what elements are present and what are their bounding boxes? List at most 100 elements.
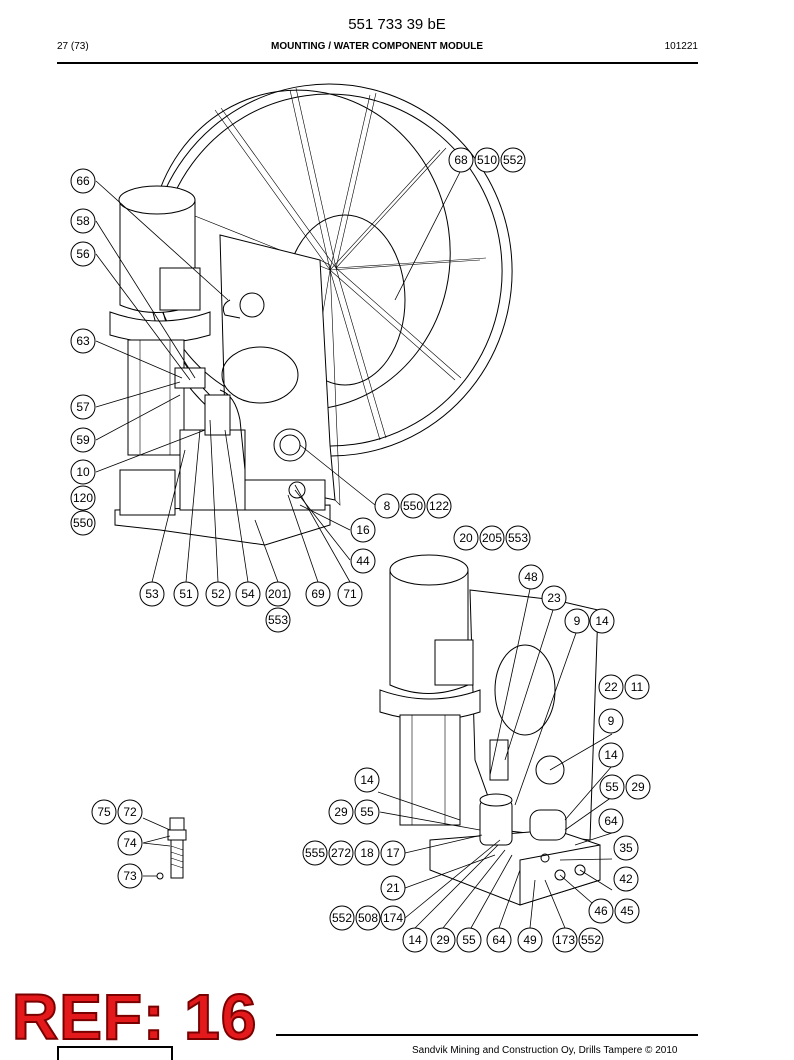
callout-68: 68 [448, 147, 474, 173]
footer-divider [276, 1034, 698, 1036]
callout-35: 35 [613, 835, 639, 861]
callout-55: 55 [354, 799, 380, 825]
coupling-detail-illustration [156, 817, 187, 880]
callout-272: 272 [328, 840, 354, 866]
svg-text:555: 555 [305, 846, 325, 860]
svg-text:23: 23 [547, 591, 561, 605]
reference-stamp: REF: 16 [11, 981, 258, 1053]
callout-74: 74 [117, 830, 143, 856]
svg-text:14: 14 [595, 614, 609, 628]
callout-53: 53 [139, 581, 165, 607]
callout-550: 550 [70, 510, 96, 536]
callout-58: 58 [70, 208, 96, 234]
callout-14: 14 [354, 767, 380, 793]
svg-text:55: 55 [462, 933, 476, 947]
svg-text:9: 9 [574, 614, 581, 628]
callout-552: 552 [329, 905, 355, 931]
callout-11: 11 [624, 674, 650, 700]
callout-29: 29 [328, 799, 354, 825]
svg-text:56: 56 [76, 247, 90, 261]
svg-text:54: 54 [241, 587, 255, 601]
callout-55: 55 [599, 774, 625, 800]
revision-code: 101221 [664, 41, 698, 52]
copyright-text: Sandvik Mining and Construction Oy, Dril… [412, 1045, 678, 1056]
callout-18: 18 [354, 840, 380, 866]
lower-assembly-illustration [379, 554, 601, 906]
callout-69: 69 [305, 581, 331, 607]
callout-8: 8 [374, 493, 400, 519]
svg-text:272: 272 [331, 846, 351, 860]
callout-63: 63 [70, 328, 96, 354]
svg-text:17: 17 [386, 846, 400, 860]
callout-66: 66 [70, 168, 96, 194]
callout-9: 9 [598, 708, 624, 734]
callout-29: 29 [430, 927, 456, 953]
svg-text:552: 552 [503, 153, 523, 167]
callout-54: 54 [235, 581, 261, 607]
svg-text:553: 553 [268, 613, 288, 627]
callout-56: 56 [70, 241, 96, 267]
callout-508: 508 [355, 905, 381, 931]
callout-510: 510 [474, 147, 500, 173]
svg-text:122: 122 [429, 499, 449, 513]
document-number: 551 733 39 bE [348, 16, 446, 33]
callout-553: 553 [505, 525, 531, 551]
svg-text:11: 11 [631, 680, 644, 694]
svg-text:71: 71 [343, 587, 357, 601]
svg-text:14: 14 [408, 933, 422, 947]
callout-9: 9 [564, 608, 590, 634]
callout-555: 555 [302, 840, 328, 866]
callout-174: 174 [380, 905, 406, 931]
callout-64: 64 [486, 927, 512, 953]
callout-59: 59 [70, 427, 96, 453]
callout-552: 552 [500, 147, 526, 173]
svg-text:46: 46 [594, 904, 608, 918]
callout-23: 23 [541, 585, 567, 611]
svg-text:69: 69 [311, 587, 325, 601]
svg-text:29: 29 [436, 933, 450, 947]
svg-text:16: 16 [356, 523, 370, 537]
svg-text:74: 74 [123, 836, 137, 850]
svg-text:49: 49 [523, 933, 537, 947]
page-count: 27 (73) [57, 41, 89, 52]
svg-text:75: 75 [97, 805, 111, 819]
svg-text:174: 174 [383, 911, 403, 925]
callout-14: 14 [598, 742, 624, 768]
callout-73: 73 [117, 863, 143, 889]
callout-49: 49 [517, 927, 543, 953]
leader-lines [95, 171, 613, 929]
callout-553: 553 [265, 607, 291, 633]
svg-text:22: 22 [604, 680, 618, 694]
callout-57: 57 [70, 394, 96, 420]
callout-42: 42 [613, 866, 639, 892]
svg-text:20: 20 [459, 531, 473, 545]
callout-14: 14 [402, 927, 428, 953]
callout-22: 22 [598, 674, 624, 700]
svg-text:550: 550 [73, 516, 93, 530]
svg-text:48: 48 [524, 570, 538, 584]
callout-29: 29 [625, 774, 651, 800]
callout-72: 72 [117, 799, 143, 825]
svg-text:52: 52 [211, 587, 225, 601]
callout-173: 173 [552, 927, 578, 953]
svg-text:51: 51 [179, 587, 193, 601]
svg-text:205: 205 [482, 531, 502, 545]
callout-552: 552 [578, 927, 604, 953]
svg-text:58: 58 [76, 214, 90, 228]
svg-text:8: 8 [384, 499, 391, 513]
svg-text:552: 552 [332, 911, 352, 925]
svg-text:9: 9 [608, 714, 615, 728]
header-divider [57, 62, 698, 64]
svg-text:66: 66 [76, 174, 90, 188]
callout-64: 64 [598, 808, 624, 834]
svg-text:510: 510 [477, 153, 497, 167]
callout-550: 550 [400, 493, 426, 519]
svg-text:45: 45 [620, 904, 634, 918]
callout-122: 122 [426, 493, 452, 519]
svg-text:550: 550 [403, 499, 423, 513]
svg-text:72: 72 [123, 805, 137, 819]
callout-75: 75 [91, 799, 117, 825]
callout-44: 44 [350, 548, 376, 574]
callout-14: 14 [589, 608, 615, 634]
